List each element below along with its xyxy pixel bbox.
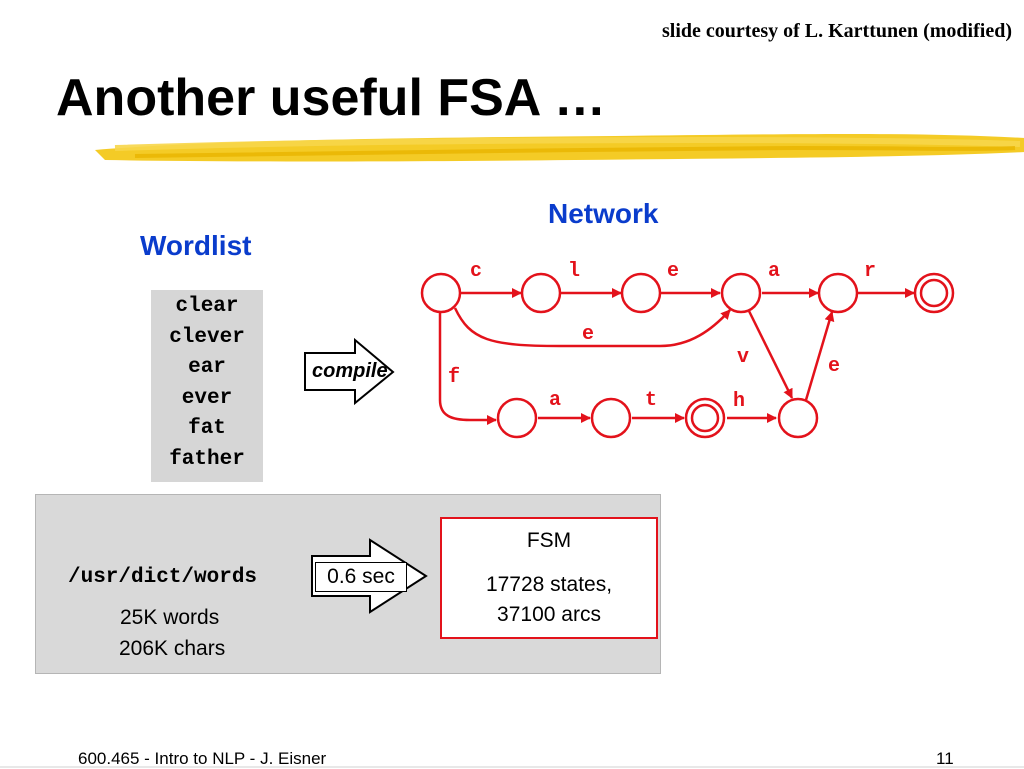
word-fat: fat (188, 417, 226, 440)
edge-e2 (804, 311, 835, 401)
label-e-branch: e (582, 323, 594, 346)
compile-label: compile (312, 360, 388, 382)
compile-time-label: 0.6 sec (315, 562, 407, 592)
label-v: v (737, 346, 749, 369)
footer-course: 600.465 - Intro to NLP - J. Eisner (78, 749, 327, 768)
state-3 (720, 272, 762, 314)
edge-v (747, 310, 794, 399)
compile-arrow (304, 337, 395, 406)
state-0 (420, 272, 462, 314)
dictionary-path: /usr/dict/words (68, 566, 258, 589)
dictionary-char-count: 206K chars (119, 637, 226, 660)
fsm-title: FSM (526, 529, 572, 552)
label-e1: e (667, 260, 679, 283)
label-c: c (470, 260, 482, 283)
label-t: t (645, 389, 657, 412)
state-1 (520, 272, 562, 314)
label-r: r (864, 260, 876, 283)
label-e2: e (828, 355, 840, 378)
word-father: father (169, 447, 245, 471)
footer-divider (0, 766, 1024, 768)
word-ever: ever (181, 386, 233, 410)
edge-f (438, 313, 497, 425)
label-l: l (568, 260, 580, 283)
word-clear: clear (175, 295, 239, 318)
title-highlight-stroke (95, 134, 1024, 162)
dictionary-word-count: 25K words (120, 606, 220, 629)
state-5 (496, 397, 538, 439)
footer-page-number: 11 (936, 749, 954, 768)
state-6 (590, 397, 632, 439)
state-final-1-inner (919, 278, 949, 308)
slide-credit: slide courtesy of L. Karttunen (modified… (662, 20, 1012, 42)
wordlist-box: clear clever ear ever fat father (151, 290, 263, 482)
state-7 (777, 397, 819, 439)
wordlist-heading: Wordlist (140, 230, 252, 261)
word-clever: clever (169, 325, 245, 349)
state-4 (817, 272, 859, 314)
fsa-diagram: compile c l e a r e v e f a t h (304, 260, 955, 439)
label-a1: a (768, 260, 780, 283)
slide-title: Another useful FSA … (56, 69, 606, 127)
network-heading: Network (548, 198, 659, 229)
fsm-state-count: 17728 states, (485, 573, 613, 596)
fsm-result-box: FSM 17728 states, 37100 arcs (440, 517, 658, 639)
edge-e-branch (453, 307, 731, 348)
label-f: f (448, 366, 460, 389)
label-h: h (733, 390, 745, 413)
label-a2: a (549, 389, 561, 412)
fsm-arc-count: 37100 arcs (497, 603, 601, 626)
word-ear: ear (188, 356, 226, 379)
state-2 (620, 272, 662, 314)
state-final-2-inner (690, 403, 720, 433)
